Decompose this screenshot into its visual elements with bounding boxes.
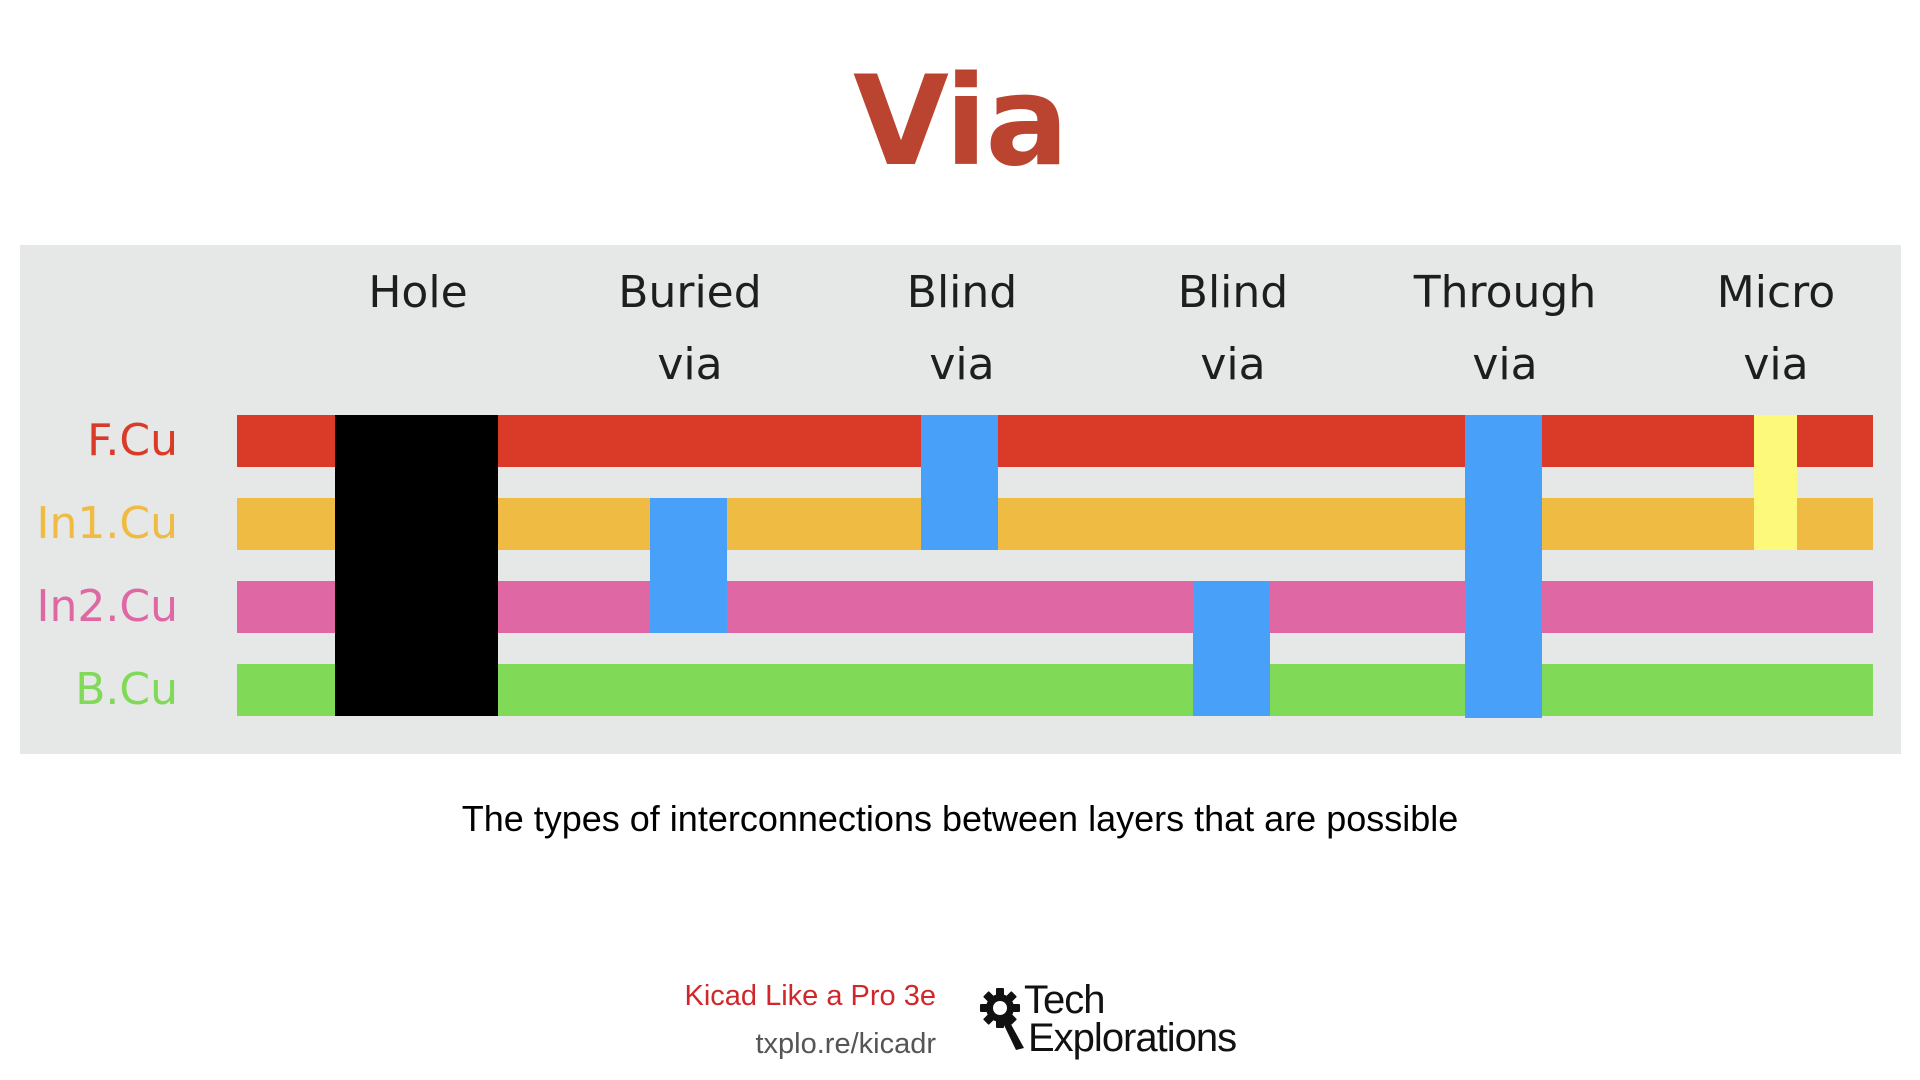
course-url: txplo.re/kicadr xyxy=(755,1028,936,1060)
column-header-through-via: Through via xyxy=(1385,257,1625,401)
hole-block xyxy=(335,415,498,716)
column-header-line2: via xyxy=(1200,339,1266,390)
column-header-buried-via: Buried via xyxy=(570,257,810,401)
layer-bar-in1-cu xyxy=(237,498,1873,550)
layer-label-b-cu: B.Cu xyxy=(75,664,178,715)
column-header-line1: Blind xyxy=(906,267,1018,318)
column-header-micro-via: Micro via xyxy=(1656,257,1896,401)
through-via-block xyxy=(1465,415,1542,718)
course-title: Kicad Like a Pro 3e xyxy=(684,980,936,1012)
layer-bar-b-cu xyxy=(237,664,1873,716)
column-header-line1: Buried xyxy=(618,267,762,318)
slide-title: Via xyxy=(853,50,1069,194)
layer-label-in2-cu: In2.Cu xyxy=(36,581,178,632)
column-header-line1: Blind xyxy=(1177,267,1289,318)
column-header-line1: Hole xyxy=(368,267,468,318)
blind-via-bottom-block xyxy=(1193,581,1270,716)
column-header-line2: via xyxy=(657,339,723,390)
column-header-line2: via xyxy=(929,339,995,390)
column-header-blind-via-bottom: Blind via xyxy=(1113,257,1353,401)
layer-label-f-cu: F.Cu xyxy=(87,415,178,466)
column-header-line2: via xyxy=(1743,339,1809,390)
layer-bar-in2-cu xyxy=(237,581,1873,633)
column-header-hole: Hole xyxy=(298,257,538,329)
logo-text-tech: Tech xyxy=(1024,978,1105,1022)
column-header-line1: Micro xyxy=(1716,267,1836,318)
blind-via-top-block xyxy=(921,415,998,550)
layer-bar-f-cu xyxy=(237,415,1873,467)
column-header-blind-via-top: Blind via xyxy=(842,257,1082,401)
diagram-caption: The types of interconnections between la… xyxy=(461,798,1459,839)
column-header-line2: via xyxy=(1472,339,1538,390)
gear-magnifier-icon xyxy=(980,988,1024,1050)
micro-via-block xyxy=(1754,415,1797,550)
column-header-line1: Through xyxy=(1413,267,1597,318)
buried-via-block xyxy=(650,498,727,633)
logo-text-explorations: Explorations xyxy=(1028,1016,1237,1060)
layer-label-in1-cu: In1.Cu xyxy=(36,498,178,549)
